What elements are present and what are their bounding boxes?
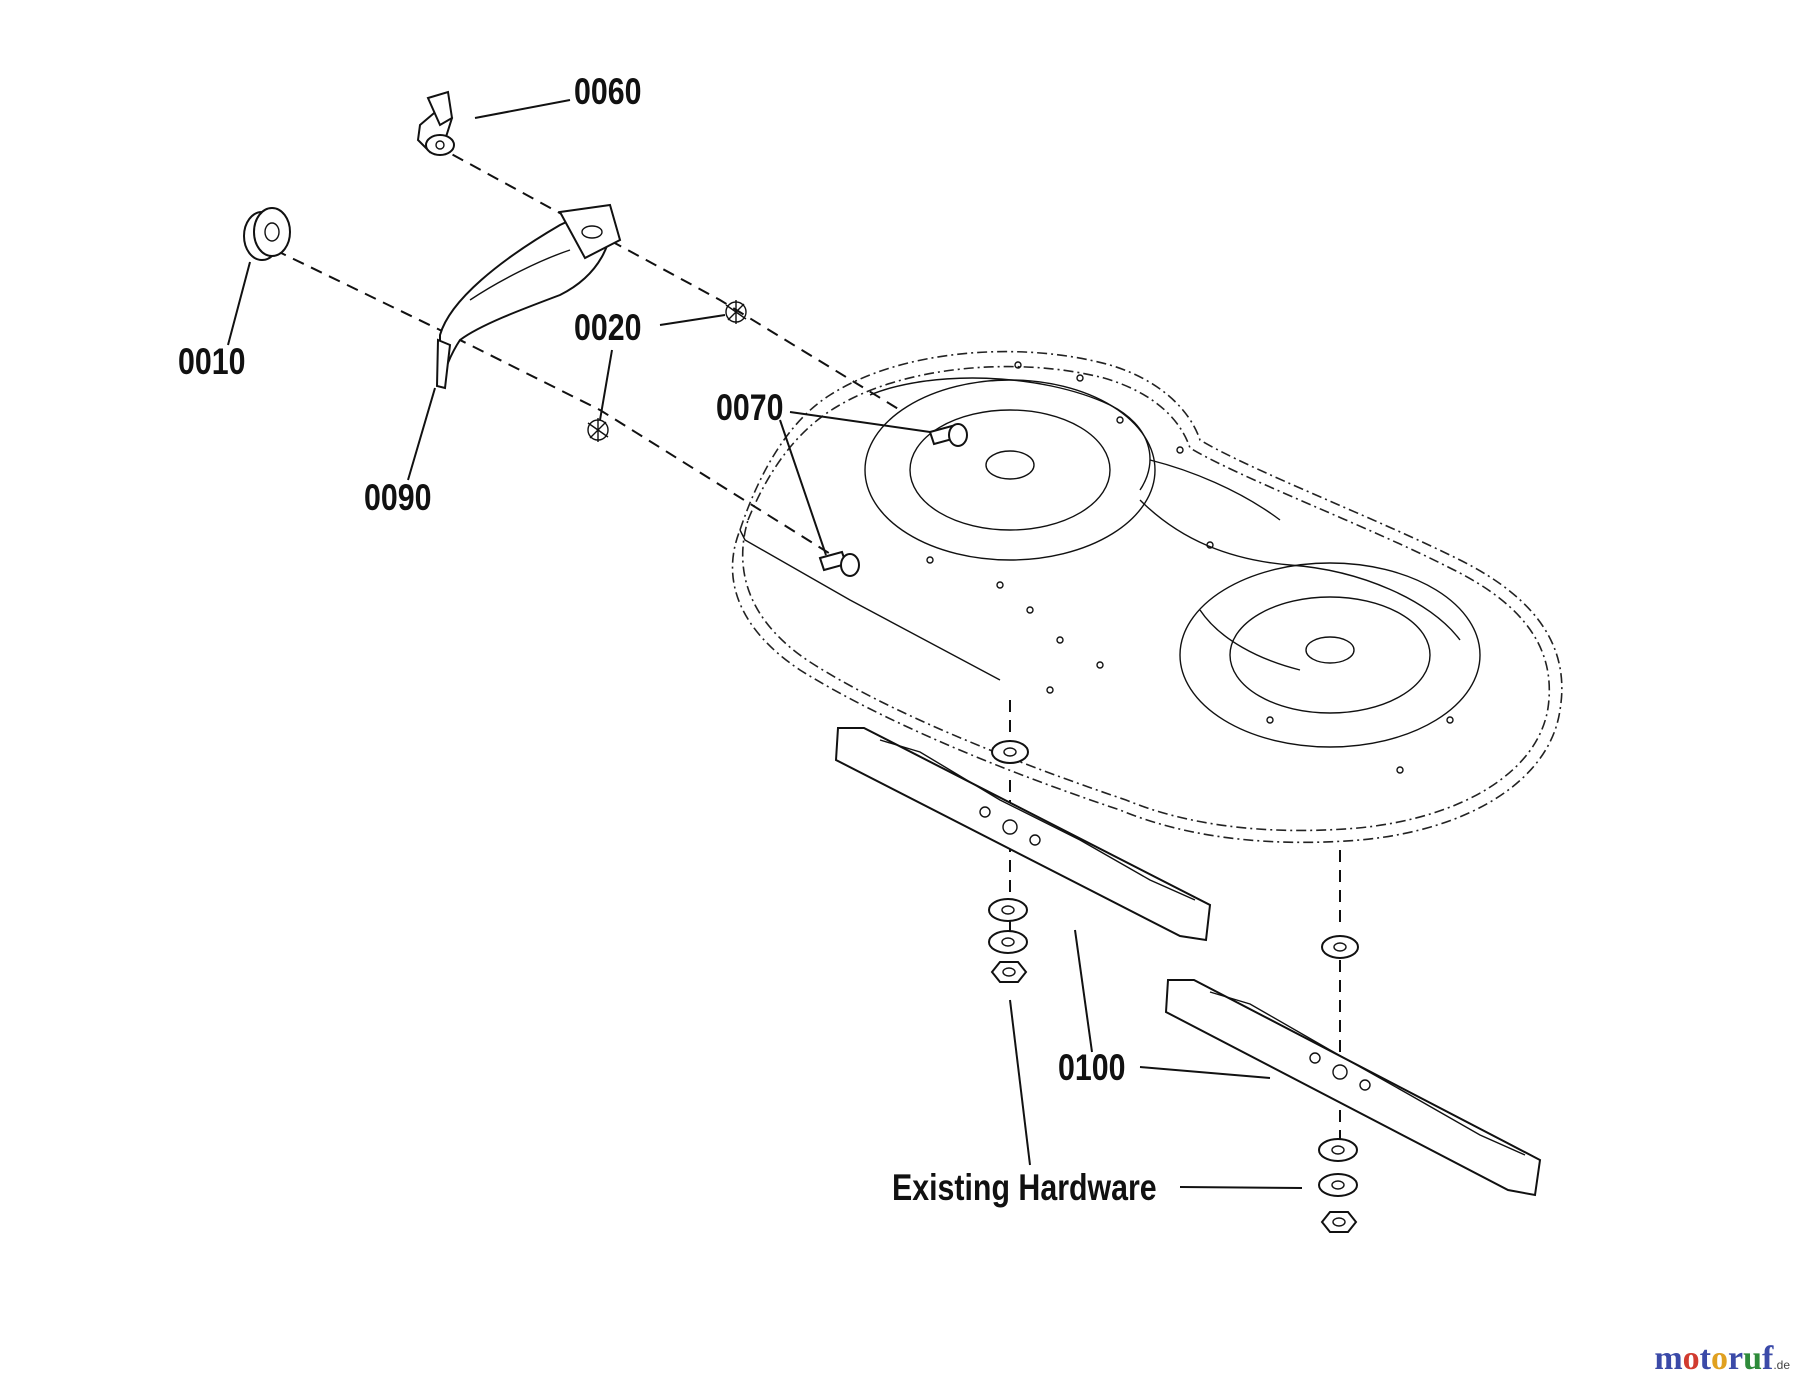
knob-icon: [243, 207, 291, 261]
label-existing-hardware: Existing Hardware: [892, 1167, 1157, 1209]
label-part-0010: 0010: [178, 341, 245, 383]
label-part-0100: 0100: [1058, 1047, 1125, 1089]
left-hardware-icon: [988, 740, 1029, 983]
blade-left-icon: [834, 727, 1212, 942]
watermark-letter: f: [1761, 1340, 1774, 1377]
label-part-0060: 0060: [574, 71, 641, 113]
watermark-logo: motoruf.de: [1654, 1340, 1790, 1378]
leader-lines: [227, 99, 1303, 1189]
label-part-0020: 0020: [574, 307, 641, 349]
label-part-0090: 0090: [364, 477, 431, 519]
watermark-letter: u: [1743, 1340, 1762, 1377]
deflector-shield-icon: [435, 203, 622, 390]
watermark-letter: r: [1727, 1340, 1744, 1377]
mower-deck: [731, 350, 1563, 844]
watermark-letter: o: [1710, 1340, 1728, 1377]
right-hardware-icon: [1318, 935, 1359, 1233]
watermark-letter: o: [1682, 1340, 1700, 1377]
bolt-icon: [818, 423, 968, 577]
wing-nut-icon: [416, 90, 455, 156]
watermark-suffix: .de: [1773, 1358, 1790, 1372]
label-part-0070: 0070: [716, 387, 783, 429]
blade-right-icon: [1164, 979, 1542, 1197]
watermark-letter: m: [1654, 1340, 1683, 1377]
watermark-letter: t: [1699, 1340, 1711, 1377]
star-washer-icon: [587, 300, 747, 442]
deck-holes: [926, 361, 1454, 774]
